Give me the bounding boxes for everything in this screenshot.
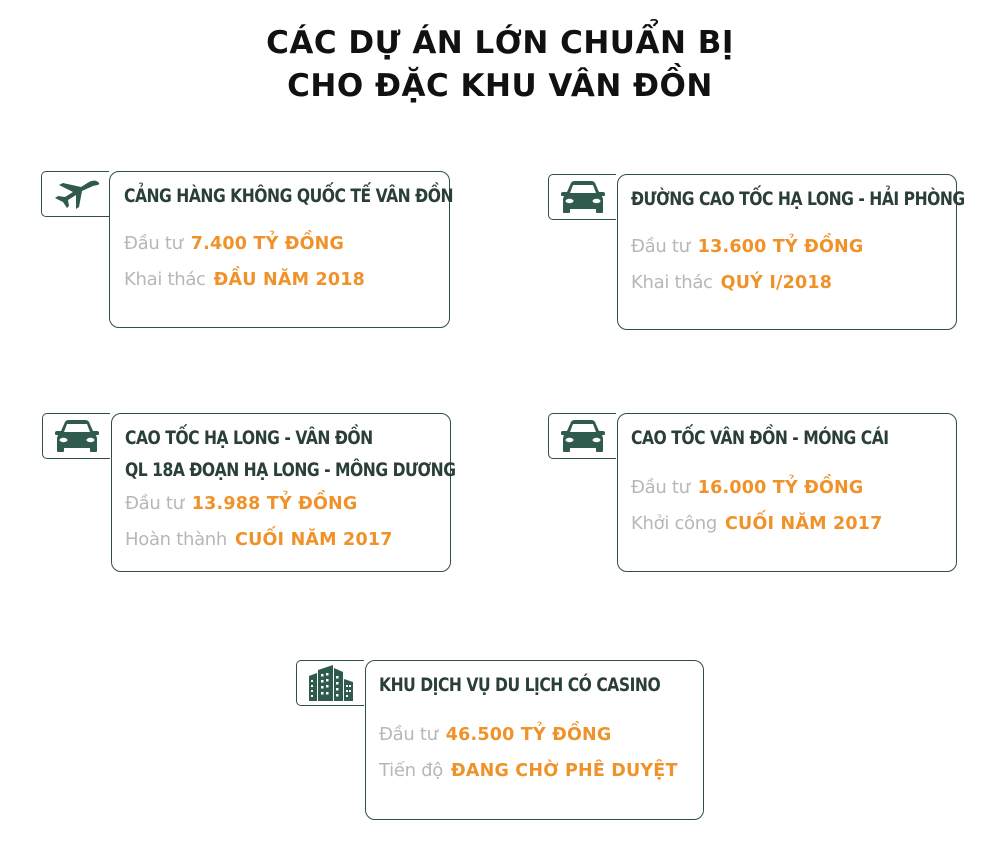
- project-heading-line-2: QL 18A ĐOẠN HẠ LONG - MÔNG DƯƠNG: [125, 459, 456, 481]
- investment-value: 46.500 TỶ ĐỒNG: [445, 725, 612, 745]
- timeline-label: Khai thác: [124, 269, 206, 290]
- investment-row: Đầu tư 16.000 TỶ ĐỒNG: [631, 470, 956, 506]
- car-icon: [560, 419, 606, 453]
- project-info-box: ĐƯỜNG CAO TỐC HẠ LONG - HẢI PHÒNG Đầu tư…: [617, 174, 965, 330]
- timeline-value: QUÝ I/2018: [720, 273, 833, 293]
- timeline-label: Khởi công: [631, 513, 717, 534]
- buildings-icon: [307, 664, 355, 702]
- timeline-label: Khai thác: [631, 272, 713, 293]
- project-info-box: CẢNG HÀNG KHÔNG QUỐC TẾ VÂN ĐỒN Đầu tư 7.…: [109, 171, 453, 328]
- timeline-row: Hoàn thành CUỐI NĂM 2017: [125, 522, 450, 558]
- icon-box: [548, 413, 616, 459]
- project-info-box: CAO TỐC HẠ LONG - VÂN ĐỒN QL 18A ĐOẠN HẠ…: [111, 413, 456, 572]
- project-info-box: KHU DỊCH VỤ DU LỊCH CÓ CASINO Đầu tư 46.5…: [365, 660, 704, 820]
- title-line-2: CHO ĐẶC KHU VÂN ĐỒN: [287, 68, 713, 104]
- project-heading-line-1: CAO TỐC HẠ LONG - VÂN ĐỒN: [125, 427, 373, 449]
- project-heading: CAO TỐC VÂN ĐỒN - MÓNG CÁI: [631, 427, 889, 449]
- status-row: Tiến độ ĐANG CHỜ PHÊ DUYỆT: [379, 753, 703, 789]
- timeline-value: CUỐI NĂM 2017: [725, 514, 883, 534]
- investment-row: Đầu tư 7.400 TỶ ĐỒNG: [124, 226, 449, 262]
- project-heading: ĐƯỜNG CAO TỐC HẠ LONG - HẢI PHÒNG: [631, 188, 965, 210]
- investment-value: 13.988 TỶ ĐỒNG: [191, 494, 358, 514]
- project-heading: CẢNG HÀNG KHÔNG QUỐC TẾ VÂN ĐỒN: [124, 185, 453, 207]
- project-heading: KHU DỊCH VỤ DU LỊCH CÓ CASINO: [379, 674, 661, 696]
- investment-label: Đầu tư: [631, 236, 690, 257]
- page-title: CÁC DỰ ÁN LỚN CHUẨN BỊ CHO ĐẶC KHU VÂN Đ…: [0, 22, 1000, 108]
- investment-label: Đầu tư: [125, 493, 184, 514]
- icon-box: [41, 171, 109, 217]
- investment-label: Đầu tư: [379, 724, 438, 745]
- timeline-row: Khai thác QUÝ I/2018: [631, 265, 956, 301]
- airplane-icon: [51, 177, 101, 211]
- timeline-label: Hoàn thành: [125, 529, 228, 550]
- icon-box: [548, 174, 616, 220]
- project-info-box: CAO TỐC VÂN ĐỒN - MÓNG CÁI Đầu tư 16.000 …: [617, 413, 957, 572]
- timeline-value: ĐẦU NĂM 2018: [213, 270, 365, 290]
- investment-value: 7.400 TỶ ĐỒNG: [190, 234, 345, 254]
- investment-label: Đầu tư: [631, 477, 690, 498]
- investment-row: Đầu tư 13.600 TỶ ĐỒNG: [631, 229, 956, 265]
- investment-row: Đầu tư 46.500 TỶ ĐỒNG: [379, 717, 703, 753]
- status-value: ĐANG CHỜ PHÊ DUYỆT: [451, 761, 678, 781]
- timeline-row: Khởi công CUỐI NĂM 2017: [631, 506, 956, 542]
- icon-box: [296, 660, 364, 706]
- timeline-value: CUỐI NĂM 2017: [235, 530, 393, 550]
- car-icon: [54, 419, 100, 453]
- investment-value: 13.600 TỶ ĐỒNG: [697, 237, 864, 257]
- investment-value: 16.000 TỶ ĐỒNG: [697, 478, 864, 498]
- car-icon: [560, 180, 606, 214]
- icon-box: [42, 413, 110, 459]
- status-label: Tiến độ: [379, 760, 443, 781]
- investment-row: Đầu tư 13.988 TỶ ĐỒNG: [125, 486, 450, 522]
- investment-label: Đầu tư: [124, 233, 183, 254]
- timeline-row: Khai thác ĐẦU NĂM 2018: [124, 262, 449, 298]
- title-line-1: CÁC DỰ ÁN LỚN CHUẨN BỊ: [266, 25, 734, 61]
